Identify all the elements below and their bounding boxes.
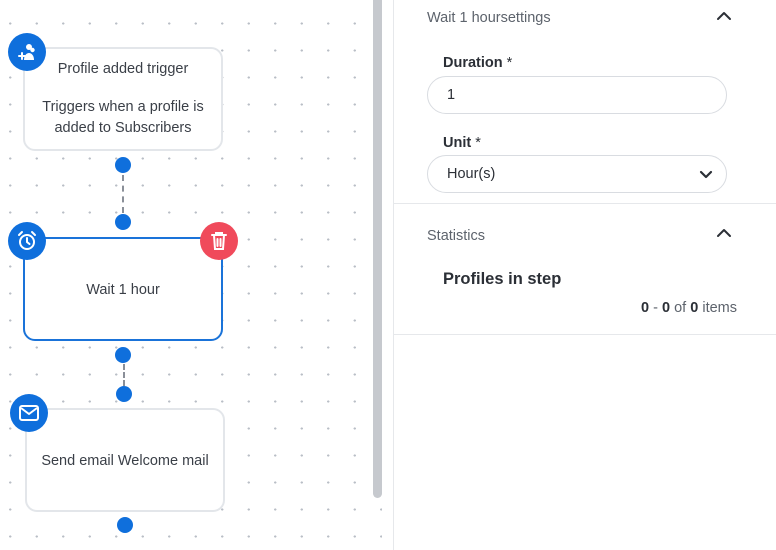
pagination-summary: 0 - 0 of 0 items — [641, 300, 737, 316]
trash-icon[interactable] — [200, 222, 238, 260]
unit-select-value: Hour(s) — [447, 166, 496, 182]
unit-select[interactable]: Hour(s) — [427, 155, 727, 193]
settings-panel: Wait 1 hoursettings Duration * Unit * Ho… — [393, 0, 776, 550]
send-email-node[interactable]: Send email Welcome mail — [25, 408, 225, 512]
connector-handle[interactable] — [116, 386, 132, 402]
trigger-node-description: Triggers when a profile is added to Subs… — [42, 99, 204, 136]
unit-label: Unit * — [443, 135, 481, 151]
connector-handle[interactable] — [115, 347, 131, 363]
section-divider — [394, 334, 776, 335]
section-divider — [394, 203, 776, 204]
connector-line — [123, 364, 125, 386]
profiles-in-step-title: Profiles in step — [443, 270, 562, 288]
person-add-icon — [8, 33, 46, 71]
alarm-clock-icon — [8, 222, 46, 260]
statistics-section-header[interactable]: Statistics — [427, 228, 486, 244]
wait-node[interactable]: Wait 1 hour — [23, 237, 223, 341]
chevron-down-icon — [699, 170, 713, 179]
chevron-up-icon[interactable] — [715, 9, 733, 23]
connector-line — [122, 175, 124, 213]
mail-icon — [10, 394, 48, 432]
duration-label: Duration * — [443, 55, 513, 71]
chevron-up-icon[interactable] — [715, 226, 733, 240]
settings-section-header[interactable]: Wait 1 hoursettings — [427, 10, 551, 26]
duration-input[interactable] — [427, 76, 727, 114]
connector-handle[interactable] — [117, 517, 133, 533]
send-email-node-title: Send email Welcome mail — [41, 453, 209, 469]
trigger-node-title: Profile added trigger — [57, 61, 189, 77]
trigger-node[interactable]: Profile added trigger Triggers when a pr… — [23, 47, 223, 151]
connector-handle[interactable] — [115, 157, 131, 173]
workflow-canvas[interactable]: Profile added trigger Triggers when a pr… — [0, 0, 382, 550]
connector-handle[interactable] — [115, 214, 131, 230]
wait-node-title: Wait 1 hour — [86, 282, 160, 298]
canvas-scrollbar[interactable] — [373, 0, 382, 498]
